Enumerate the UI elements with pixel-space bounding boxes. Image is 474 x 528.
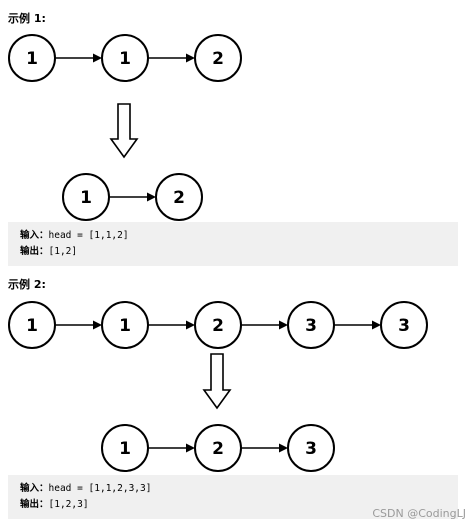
example-2-list-before-arrowhead-3 <box>372 320 381 330</box>
example-2-list-before-arrowhead-0 <box>93 320 102 330</box>
example-2-list-after-node-0 <box>101 424 149 472</box>
example-2-list-before-node-4 <box>380 301 428 349</box>
example-2-output-value: [1,2,3] <box>48 499 89 510</box>
example-1-down-arrow <box>109 103 139 159</box>
example-1-list-after-node-label-1: 2 <box>173 188 185 208</box>
example-1-list-before-arrowhead-0 <box>93 53 102 63</box>
example-2-list-before-arrowhead-2 <box>279 320 288 330</box>
example-1-list-after-node-label-0: 1 <box>80 188 92 208</box>
example-1-list-before-node-label-0: 1 <box>26 49 38 69</box>
example-2-io-box: 输入：head = [1,1,2,3,3] 输出：[1,2,3] <box>8 475 458 519</box>
example-2-down-arrow <box>202 353 232 410</box>
example-2-list-before-node-label-0: 1 <box>26 316 38 336</box>
example-1-input-line: 输入：head = [1,1,2] <box>20 228 446 244</box>
example-2-list-after: 1 2 3 <box>101 424 335 472</box>
example-2-input-line: 输入：head = [1,1,2,3,3] <box>20 481 446 497</box>
example-1-output-label: 输出： <box>20 246 49 257</box>
example-2-list-after-arrowhead-1 <box>279 443 288 453</box>
example-1-list-after-node-1 <box>155 173 203 221</box>
example-2-list-before-node-label-2: 2 <box>212 316 224 336</box>
example-2-input-value: head = [1,1,2,3,3] <box>48 483 152 494</box>
example-2-list-before-node-0 <box>8 301 56 349</box>
example-1-io-box: 输入：head = [1,1,2] 输出：[1,2] <box>8 222 458 266</box>
example-2-output-line: 输出：[1,2,3] <box>20 497 446 513</box>
example-2-list-before-node-label-3: 3 <box>305 316 317 336</box>
example-2-list-after-arrowhead-0 <box>186 443 195 453</box>
example-2-list-after-node-label-0: 1 <box>119 439 131 459</box>
example-2-list-after-node-1 <box>194 424 242 472</box>
example-2-heading: 示例 2: <box>8 278 46 291</box>
example-1-list-before-node-0 <box>8 34 56 82</box>
example-1-list-before-node-label-2: 2 <box>212 49 224 69</box>
example-2-list-after-node-label-1: 2 <box>212 439 224 459</box>
example-1-list-after-node-0 <box>62 173 110 221</box>
example-2-list-before-node-3 <box>287 301 335 349</box>
example-2-input-label: 输入： <box>20 483 49 494</box>
example-2-output-label: 输出： <box>20 499 49 510</box>
example-2-list-before: 1 1 2 3 3 <box>8 301 428 349</box>
example-2-list-before-node-label-4: 3 <box>398 316 410 336</box>
example-1-list-before-node-1 <box>101 34 149 82</box>
example-2-list-before-node-label-1: 1 <box>119 316 131 336</box>
example-1-list-before-node-2 <box>194 34 242 82</box>
example-1-list-before: 1 1 2 <box>8 34 242 82</box>
watermark: CSDN @CodingLJ <box>372 507 466 520</box>
example-1-list-before-arrowhead-1 <box>186 53 195 63</box>
example-1-input-label: 输入： <box>20 230 49 241</box>
example-1-heading: 示例 1: <box>8 12 46 25</box>
example-1-output-line: 输出：[1,2] <box>20 244 446 260</box>
example-2-list-before-node-1 <box>101 301 149 349</box>
example-2-list-before-node-2 <box>194 301 242 349</box>
example-2-list-after-node-label-2: 3 <box>305 439 317 459</box>
example-1-input-value: head = [1,1,2] <box>48 230 129 241</box>
example-1-list-after-arrowhead-0 <box>147 192 156 202</box>
example-2-list-after-node-2 <box>287 424 335 472</box>
example-1-output-value: [1,2] <box>48 246 78 257</box>
example-2-list-before-arrowhead-1 <box>186 320 195 330</box>
example-1-list-before-node-label-1: 1 <box>119 49 131 69</box>
